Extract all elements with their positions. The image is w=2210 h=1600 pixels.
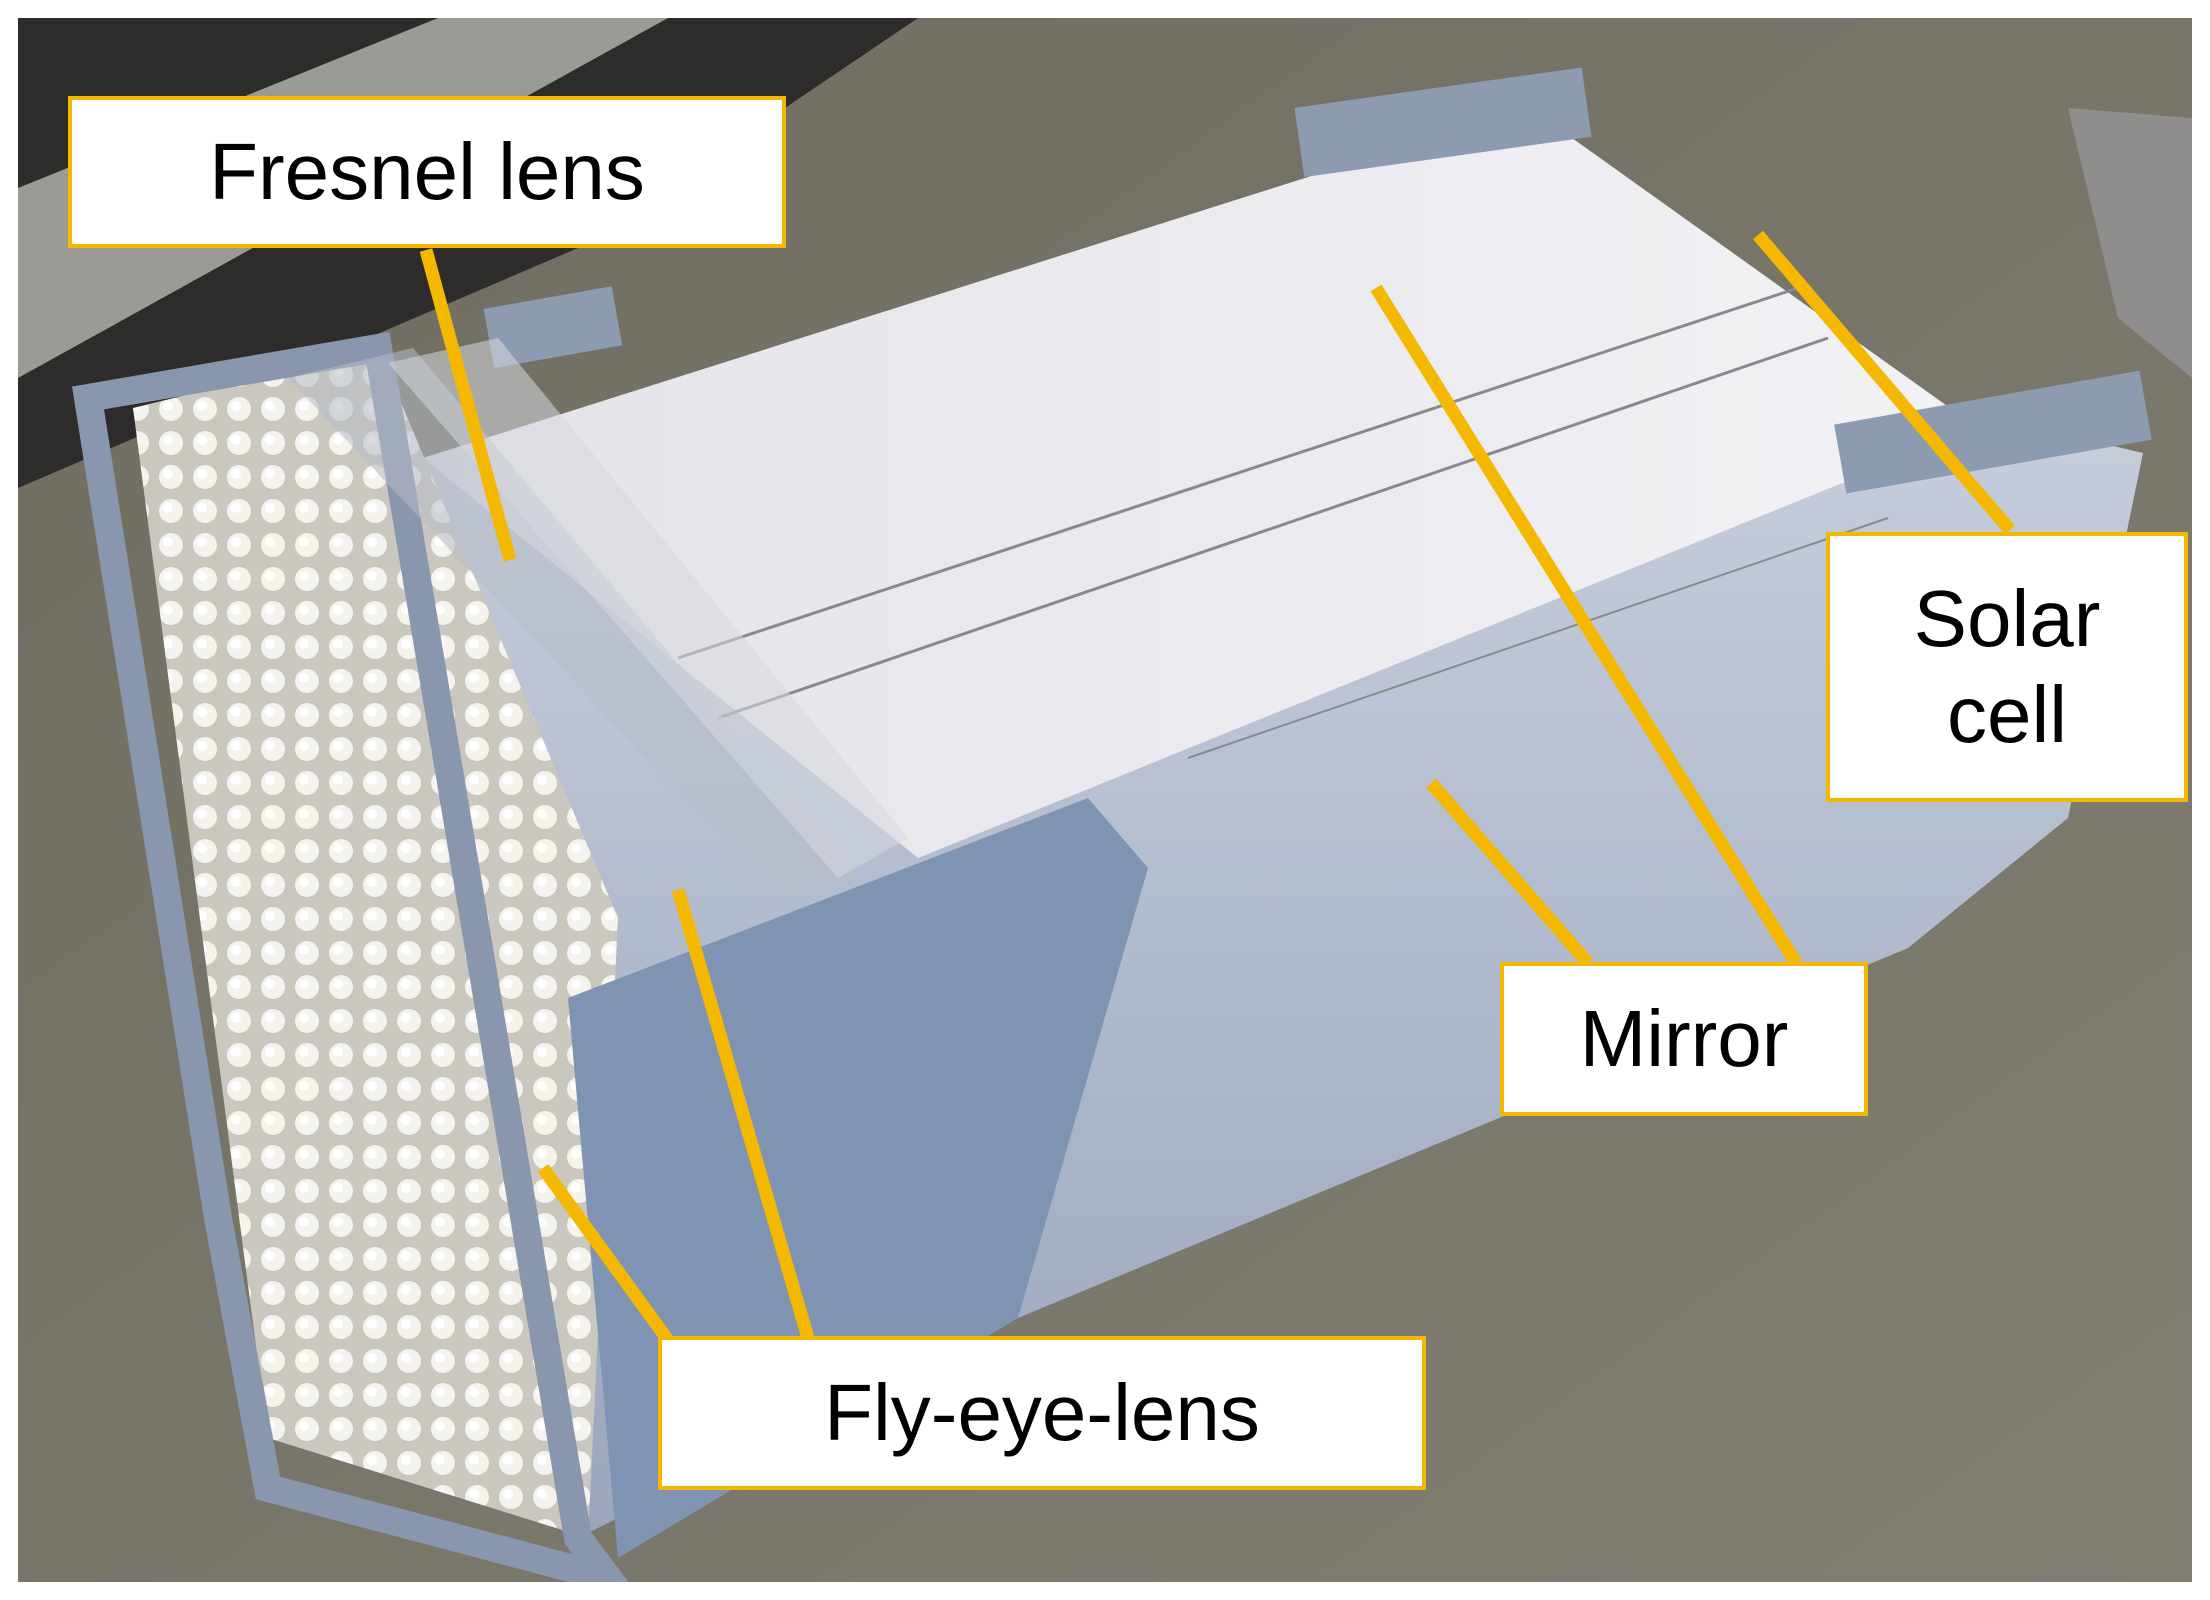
fresnel-plate-1	[288, 348, 858, 898]
front-frame	[72, 331, 629, 1582]
cover-line-1	[677, 286, 1799, 660]
mirror-label: Mirror	[1500, 962, 1868, 1116]
cover-line-2	[717, 336, 1829, 720]
bracket-top-left	[483, 286, 623, 368]
callout-line-mirror-a	[1370, 284, 1802, 967]
bracket-right	[1834, 370, 2152, 494]
callout-line-flyeye-b	[537, 1164, 676, 1347]
fresnel-plate-2	[388, 338, 908, 878]
callout-lines	[419, 230, 2015, 1347]
fly-eye-lens-panel	[133, 348, 618, 1538]
fresnel-lens-label: Fresnel lens	[68, 96, 786, 248]
callout-line-flyeye-a	[671, 888, 815, 1340]
callout-line-fresnel	[419, 248, 517, 562]
top-cover	[423, 128, 1978, 858]
bracket-top-right	[1294, 67, 1592, 178]
cover-line-3	[1187, 517, 1889, 759]
callout-line-mirror-b	[1426, 778, 1593, 968]
background-object-right	[2068, 108, 2192, 378]
callout-line-solar	[1753, 230, 2015, 535]
solar-cell-label: Solar cell	[1826, 532, 2188, 802]
fly-eye-lens-label: Fly-eye-lens	[658, 1336, 1426, 1490]
